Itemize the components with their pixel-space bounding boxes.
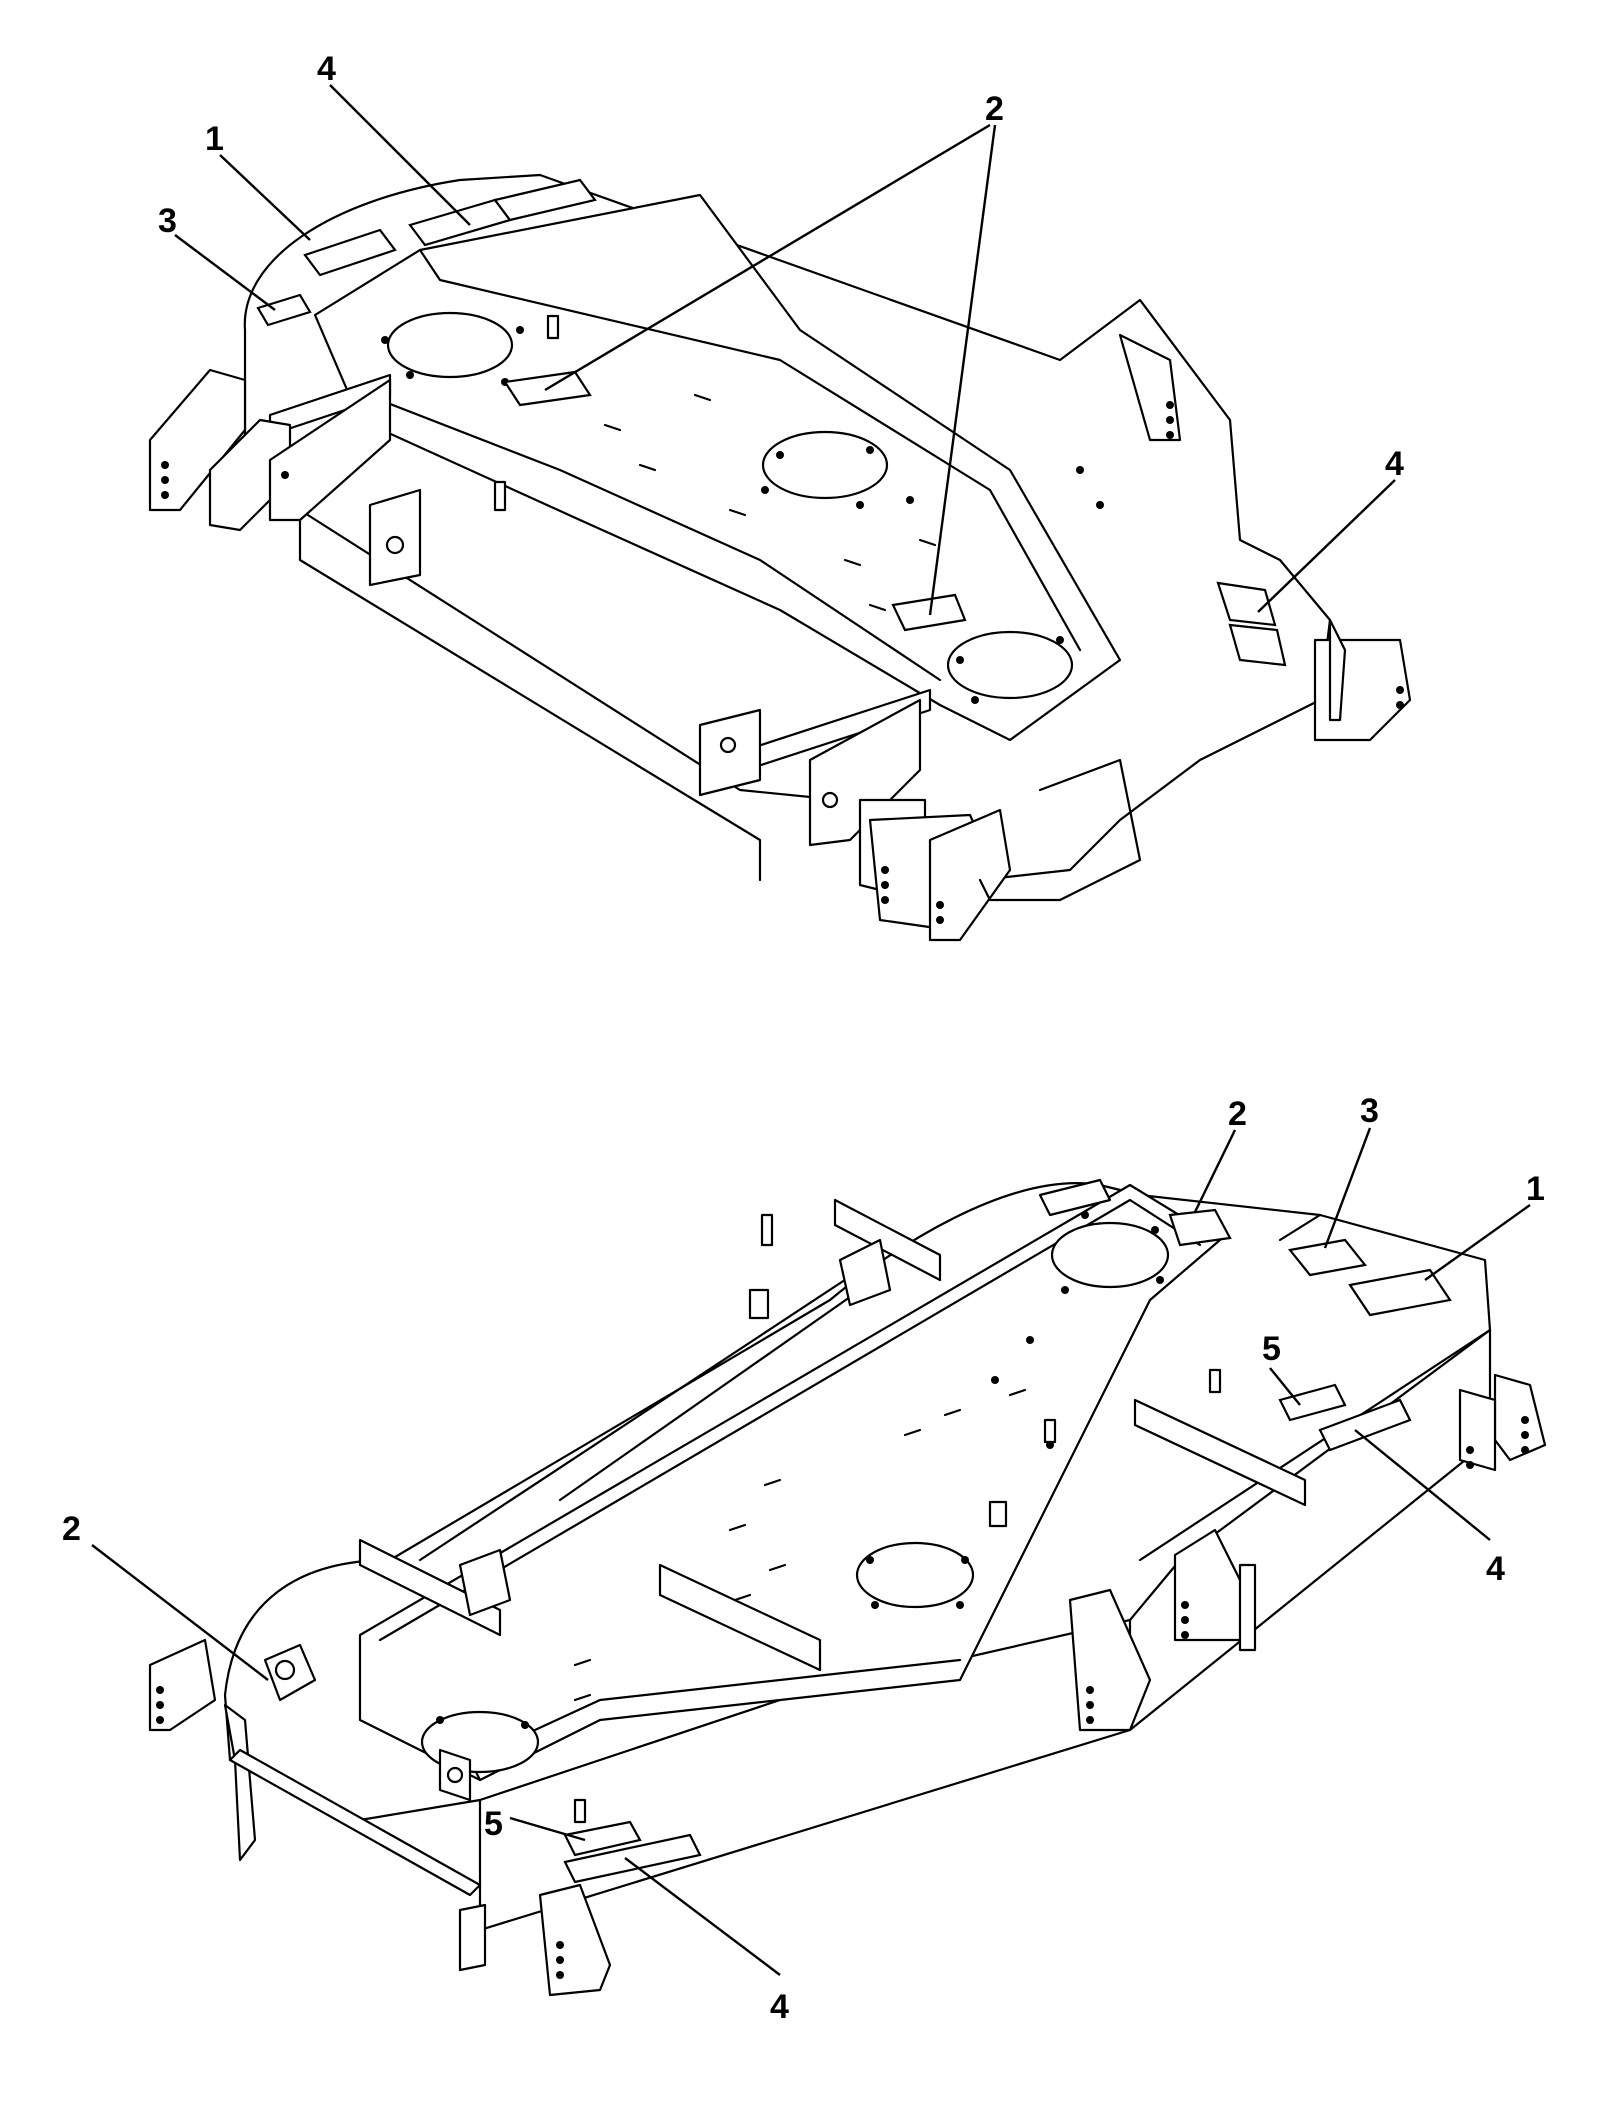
upper-decal-2b [891, 593, 967, 632]
upper-decal-3 [256, 293, 312, 327]
upper-decal-1 [303, 228, 397, 277]
callout-label: 5 [484, 1805, 503, 1843]
callout-label: 4 [317, 50, 336, 88]
lower-stud [1043, 1418, 1057, 1444]
lower-spindle-hole-center [855, 1541, 975, 1609]
lower-stud [748, 1288, 770, 1320]
callout-label: 4 [770, 1988, 789, 2026]
callout-label: 2 [985, 90, 1004, 128]
callout-label: 2 [62, 1510, 81, 1548]
callout-label: 5 [1262, 1330, 1281, 1368]
callout-label: 1 [205, 120, 224, 158]
lower-stud [573, 1798, 587, 1824]
callout-label: 4 [1486, 1550, 1505, 1588]
lower-stud [988, 1500, 1008, 1528]
lower-decal-2a [1168, 1208, 1232, 1247]
upper-bolt-holes [381, 326, 1104, 704]
upper-spindle-hole-right [946, 630, 1074, 700]
upper-mount-brackets [148, 333, 1412, 942]
callout-label: 2 [1228, 1095, 1247, 1133]
upper-stud [546, 314, 560, 340]
callout-label: 3 [158, 202, 177, 240]
callout-label: 4 [1385, 445, 1404, 483]
upper-deck-view: 4 1 3 2 4 [148, 50, 1412, 942]
lower-deck-view: 2 3 1 5 4 2 5 4 [62, 1092, 1547, 2026]
lower-mount-brackets [148, 1178, 1547, 1997]
callout-label: 1 [1526, 1170, 1545, 1208]
lower-spindle-hole-right [1050, 1221, 1170, 1289]
upper-spindle-hole-center [761, 430, 889, 500]
upper-decal-4b [1216, 581, 1277, 627]
lower-decal-5b [563, 1820, 642, 1857]
lower-decal-4b [563, 1833, 702, 1884]
lower-baffle-channel [358, 1183, 1222, 1782]
lower-stud [760, 1213, 774, 1247]
lower-decal-5a [1278, 1383, 1347, 1422]
lower-decal-1 [1348, 1268, 1452, 1317]
upper-slots [603, 393, 937, 612]
upper-decal-4a-b [493, 178, 597, 222]
upper-stud [493, 480, 507, 512]
callout-label: 3 [1360, 1092, 1379, 1130]
lower-slots [573, 1388, 1027, 1702]
lower-stud [1208, 1368, 1222, 1394]
lower-decal-4a [1318, 1398, 1412, 1452]
upper-spindle-hole-left [386, 311, 514, 379]
